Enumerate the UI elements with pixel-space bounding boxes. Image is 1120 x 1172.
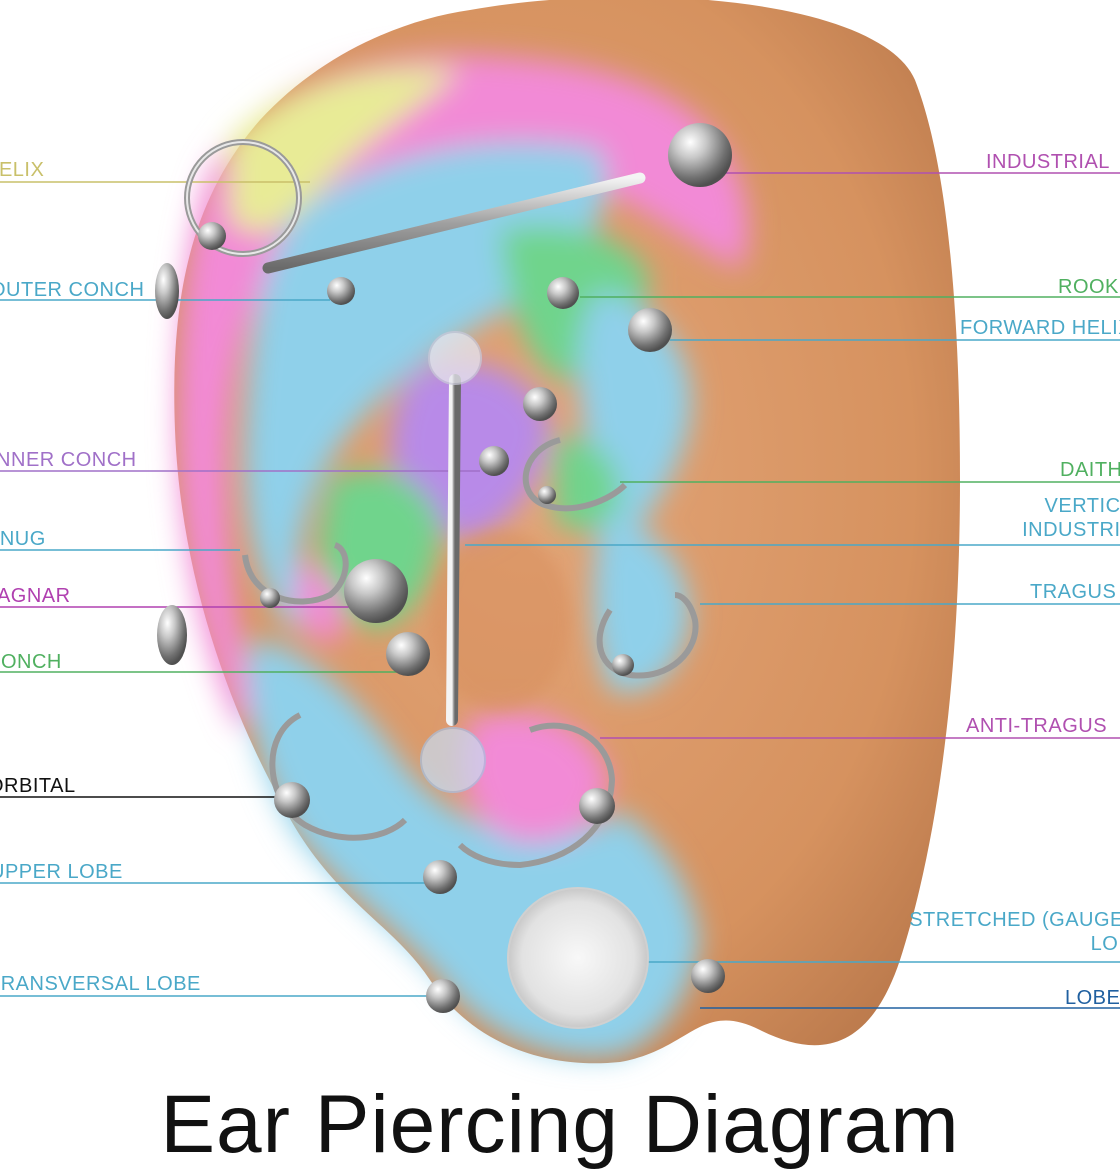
inner-conch-stud	[479, 446, 509, 476]
outer-conch-backing	[155, 263, 179, 319]
upper-lobe-stud	[423, 860, 457, 894]
snug-ring	[242, 542, 349, 608]
anti-tragus-ring	[457, 722, 616, 869]
label-anti-tragus: ANTI-TRAGUS	[966, 715, 1108, 737]
diagram-title: Ear Piercing Diagram	[160, 1079, 960, 1170]
label-outer-conch: OUTER CONCH	[0, 279, 145, 301]
label-forward-helix: FORWARD HELIX	[960, 317, 1120, 339]
label-industrial: INDUSTRIAL	[986, 151, 1110, 173]
label-snug: SNUG	[0, 528, 46, 550]
label-helix: HELIX	[0, 159, 45, 181]
leader-lines-left	[0, 181, 480, 997]
conch-stud	[386, 632, 430, 676]
forward-helix-stud	[628, 308, 672, 352]
daith-ring	[522, 437, 628, 512]
label-inner-conch: INNER CONCH	[0, 449, 137, 471]
tragus-ring	[596, 592, 699, 679]
inner-stud-2	[523, 387, 557, 421]
lobe-stud	[691, 959, 725, 993]
label-ragnar: RAGNAR	[0, 585, 71, 607]
stretched-lobe-plug	[507, 887, 649, 1029]
label-conch: CONCH	[0, 651, 62, 673]
outer-conch-stud	[327, 277, 355, 305]
label-vertical-industrial: VERTICAL INDUSTRIAL	[1022, 495, 1120, 541]
label-orbital: ORBITAL	[0, 775, 76, 797]
orbital-ring	[269, 712, 408, 841]
label-rook: ROOK	[1058, 276, 1119, 298]
label-stretched-lobe: STRETCHED (GAUGED) LOBE	[909, 909, 1120, 955]
industrial-barbell	[262, 123, 732, 274]
rook-stud	[547, 277, 579, 309]
label-transversal-lobe: TRANSVERSAL LOBE	[0, 973, 201, 995]
label-upper-lobe: UPPER LOBE	[0, 861, 123, 883]
leader-lines-right	[465, 172, 1120, 1009]
transversal-lobe-stud	[426, 979, 460, 1013]
ragnar-ball	[344, 559, 408, 623]
label-daith: DAITH	[1060, 459, 1120, 481]
conch-backing	[157, 605, 187, 665]
vertical-industrial-barbell	[420, 331, 486, 793]
label-lobe: LOBE	[1065, 987, 1120, 1009]
label-tragus: TRAGUS	[1030, 581, 1117, 603]
helix-ring	[184, 139, 302, 257]
ear-diagram	[0, 0, 1120, 1064]
